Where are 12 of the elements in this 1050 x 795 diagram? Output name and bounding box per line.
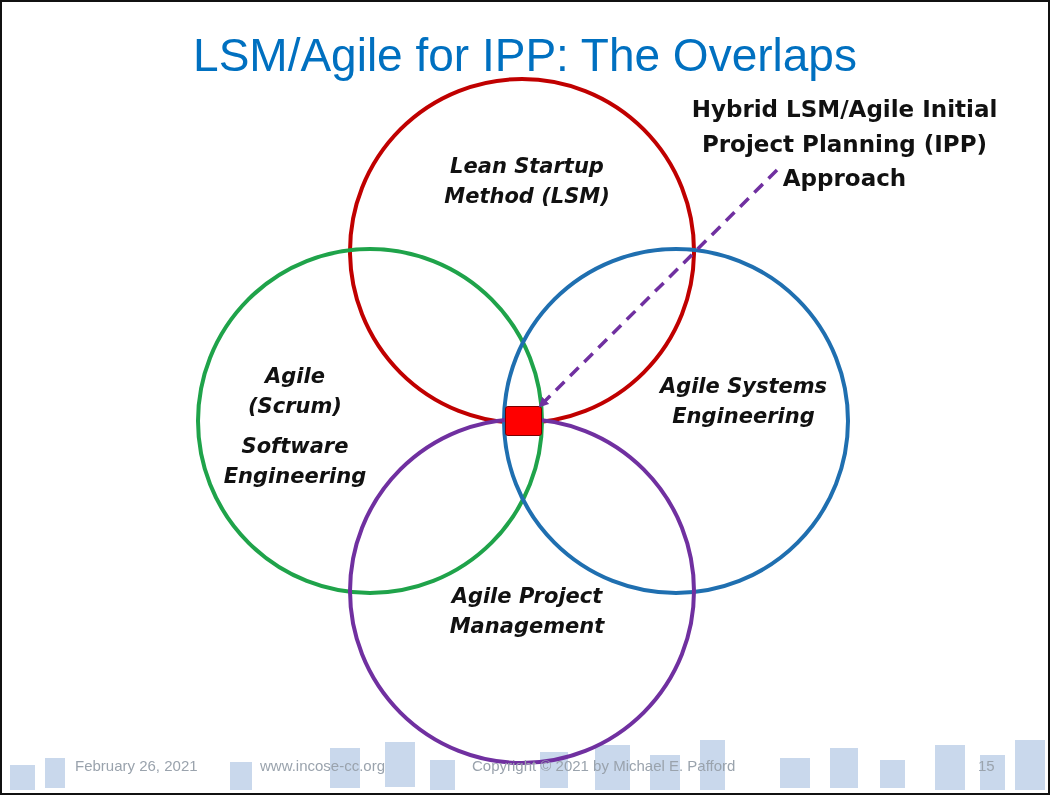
circle-label: Lean Startup Method (LSM) (443, 153, 611, 211)
footer-url: www.incose-cc.org (260, 757, 386, 774)
page-number: 15 (978, 757, 995, 774)
circle-label: Agile Systems Engineering (658, 373, 829, 431)
footer-date: February 26, 2021 (75, 757, 198, 774)
highlight-square (505, 406, 542, 436)
slide-title: LSM/Agile for IPP: The Overlaps (192, 28, 858, 82)
callout-text: Hybrid LSM/Agile Initial Project Planning (IPP) Approach (672, 92, 1017, 196)
leader-arrow (538, 168, 779, 408)
circle-label: Software Engineering (222, 433, 368, 491)
circle-label: Agile Project Management (448, 583, 606, 641)
circle-label: Agile (Scrum) (247, 363, 343, 421)
